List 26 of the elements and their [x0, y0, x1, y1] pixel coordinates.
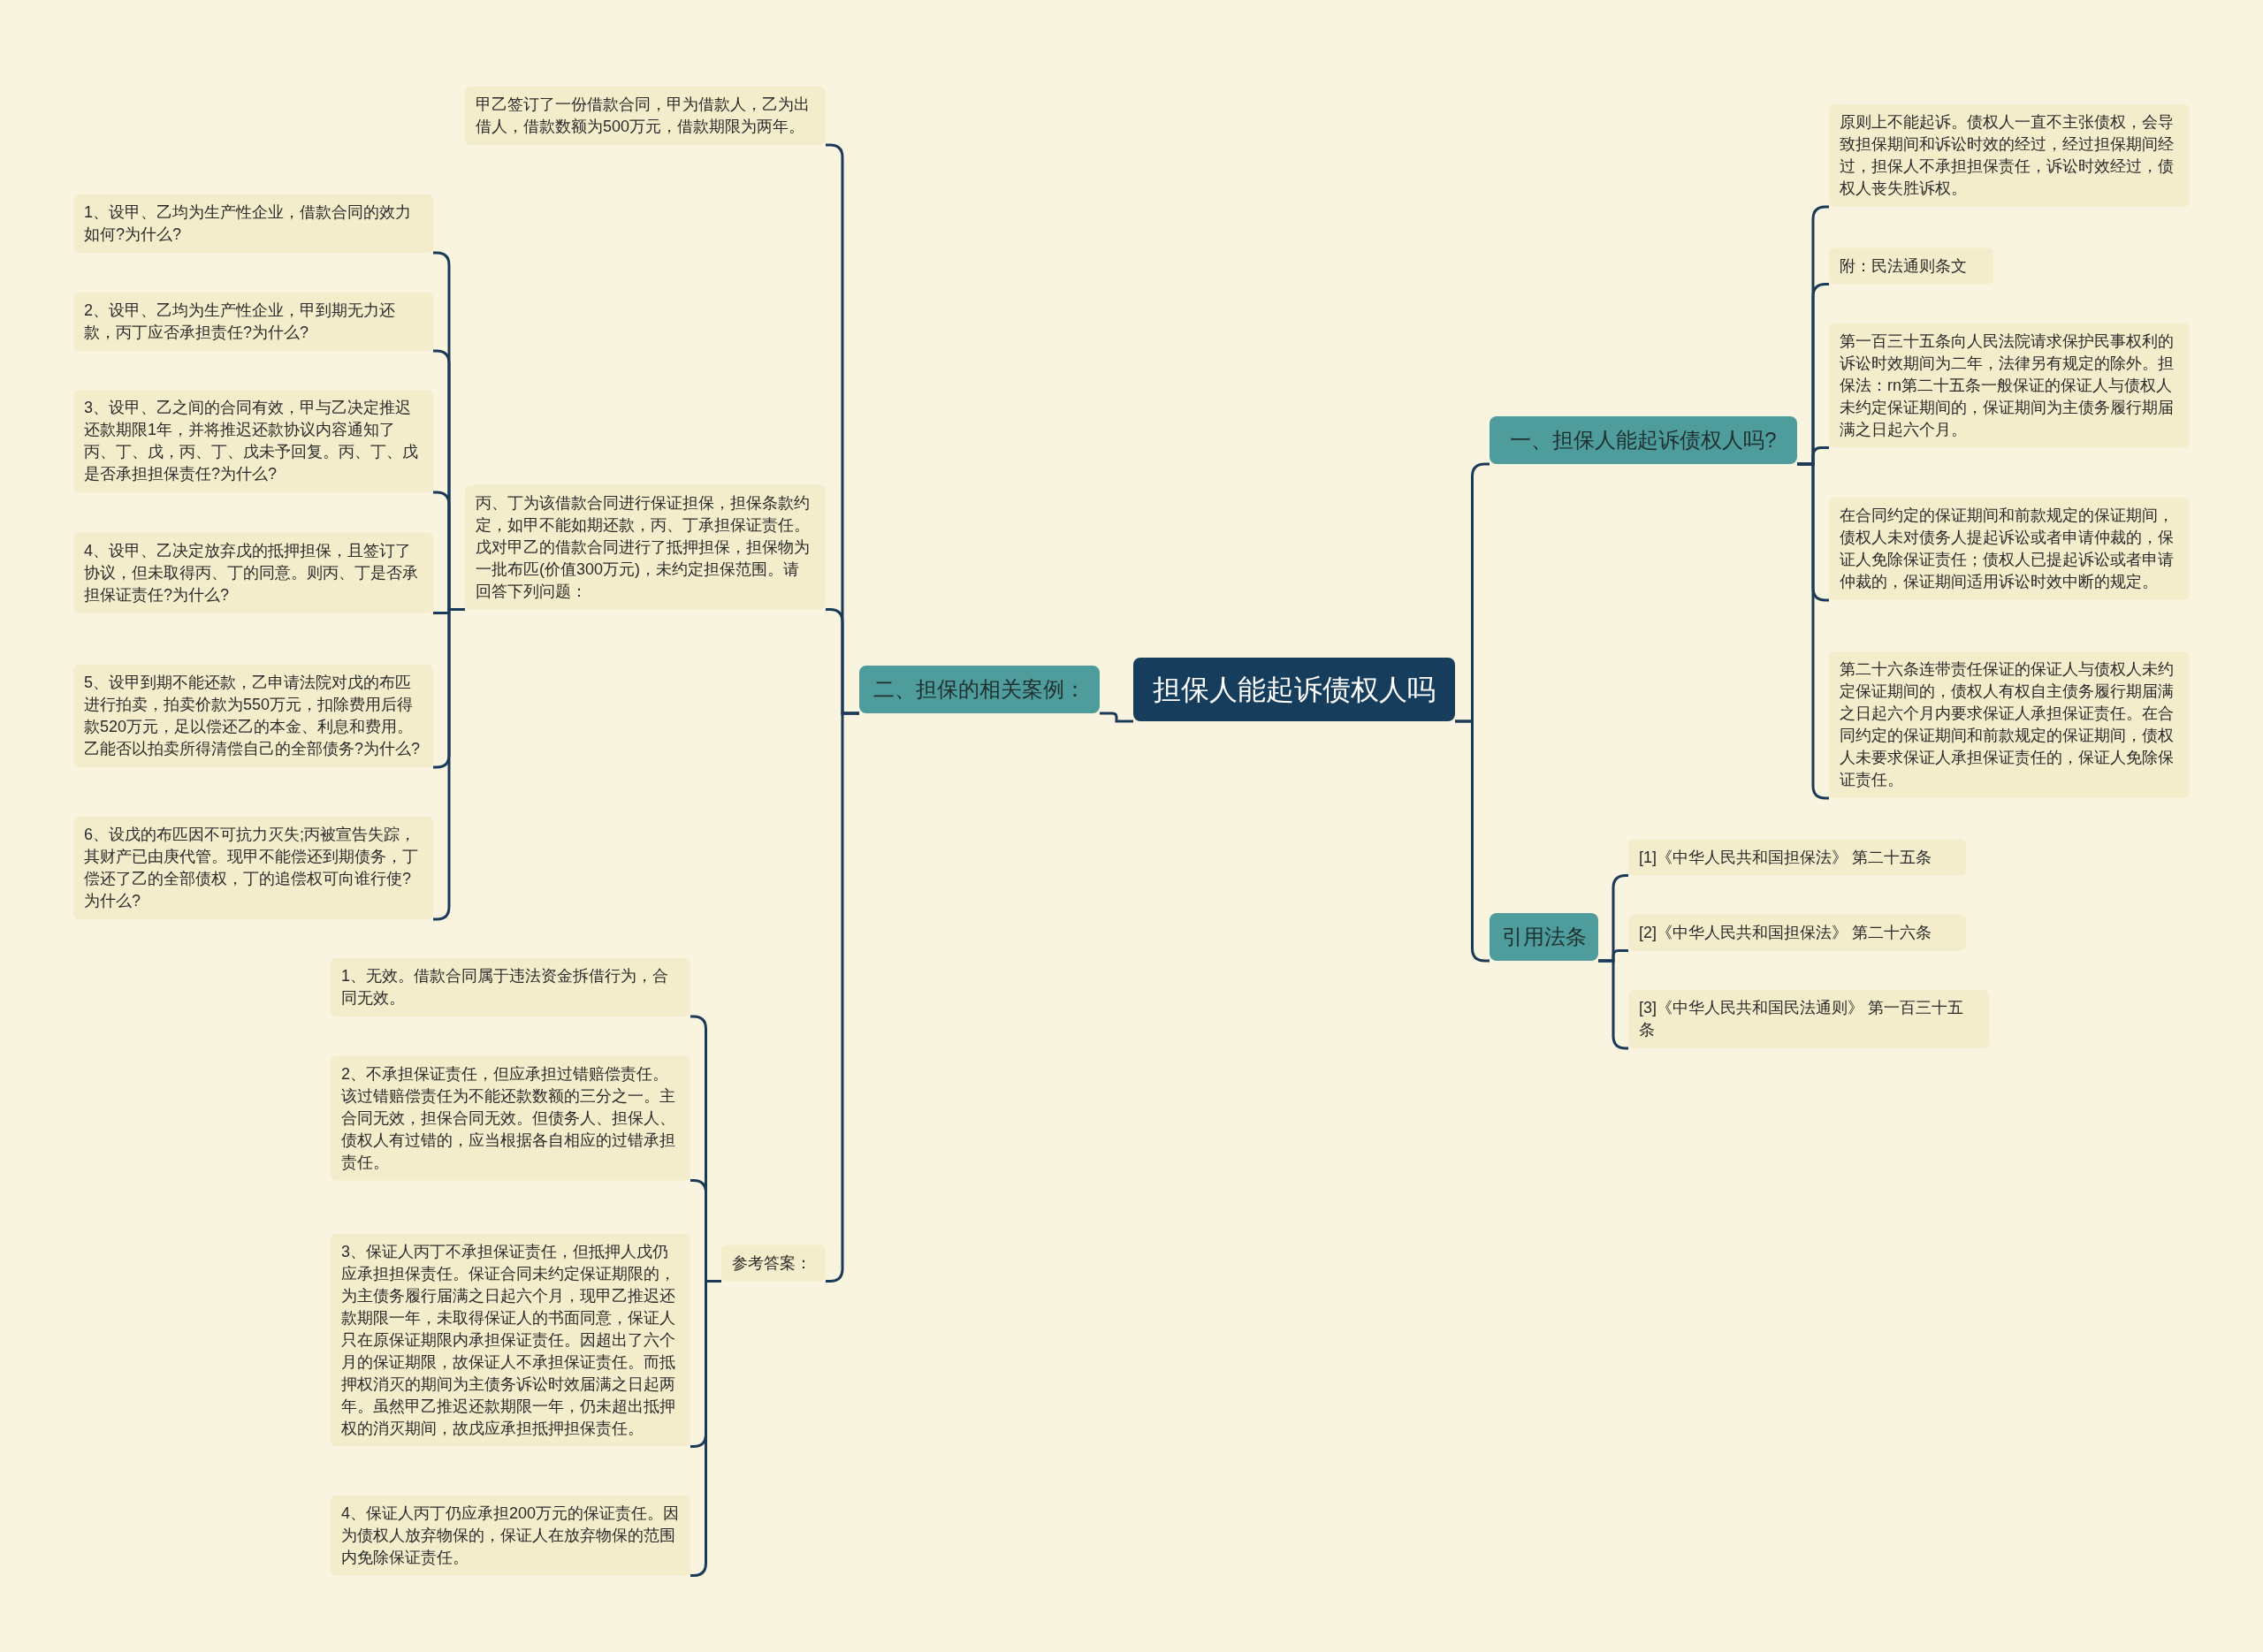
text-card: [2]《中华人民共和国担保法》 第二十六条 [1628, 914, 1966, 951]
text-card: 6、设戊的布匹因不可抗力灭失;丙被宣告失踪，其财产已由庚代管。现甲不能偿还到期债务，丁偿还了乙的全部债权，丁的追偿权可向谁行使?为什么? [73, 817, 433, 919]
root-topic: 担保人能起诉债权人吗 [1133, 658, 1455, 721]
text-card: 参考答案： [721, 1245, 826, 1282]
text-card: 原则上不能起诉。债权人一直不主张债权，会导致担保期间和诉讼时效的经过，经过担保期间经过，担保人不承担担保责任，诉讼时效经过，债权人丧失胜诉权。 [1829, 104, 2190, 207]
text-card: 甲乙签订了一份借款合同，甲为借款人，乙为出借人，借款数额为500万元，借款期限为两年。 [465, 87, 826, 145]
branch-topic: 引用法条 [1490, 913, 1598, 961]
text-card: 丙、丁为该借款合同进行保证担保，担保条款约定，如甲不能如期还款，丙、丁承担保证责任。戊对甲乙的借款合同进行了抵押担保，担保物为一批布匹(价值300万元)，未约定担保范围。请回答下列问题： [465, 484, 826, 610]
text-card: 在合同约定的保证期间和前款规定的保证期间，债权人未对债务人提起诉讼或者申请仲裁的，保证人免除保证责任；债权人已提起诉讼或者申请仲裁的，保证期间适用诉讼时效中断的规定。 [1829, 498, 2190, 600]
text-card: 2、不承担保证责任，但应承担过错赔偿责任。该过错赔偿责任为不能还款数额的三分之一。主合同无效，担保合同无效。但债务人、担保人、债权人有过错的，应当根据各自相应的过错承担责任。 [331, 1055, 690, 1181]
text-card: [3]《中华人民共和国民法通则》 第一百三十五条 [1628, 990, 1989, 1048]
text-card: 3、设甲、乙之间的合同有效，甲与乙决定推迟还款期限1年，并将推迟还款协议内容通知了丙、丁、戊，丙、丁、戊未予回复。丙、丁、戊是否承担担保责任?为什么? [73, 390, 433, 492]
text-card: 1、无效。借款合同属于违法资金拆借行为，合同无效。 [331, 958, 690, 1016]
text-card: 第一百三十五条向人民法院请求保护民事权利的诉讼时效期间为二年，法律另有规定的除外。担保法：rn第二十五条一般保证的保证人与债权人未约定保证期间的，保证期间为主债务履行期届满之日起六个月。 [1829, 323, 2190, 448]
text-card: 5、设甲到期不能还款，乙申请法院对戊的布匹进行拍卖，拍卖价款为550万元，扣除费用后得款520万元，足以偿还乙的本金、利息和费用。乙能否以拍卖所得清偿自己的全部债务?为什么? [73, 665, 433, 767]
branch-topic: 二、担保的相关案例： [859, 666, 1100, 713]
text-card: 2、设甲、乙均为生产性企业，甲到期无力还款，丙丁应否承担责任?为什么? [73, 293, 433, 351]
text-card: 3、保证人丙丁不承担保证责任，但抵押人戊仍应承担担保责任。保证合同未约定保证期限的，为主债务履行届满之日起六个月，现甲乙推迟还款期限一年，未取得保证人的书面同意，保证人只在原保证期限内承担保证责任。因超出了六个月的保证期限，故保证人不承担保证责任。而抵押权消灭的期间为主债务诉讼时效届满之日起两年。虽然甲乙推迟还款期限一年，仍未超出抵押权的消灭期间，故戊应承担抵押担保责任。 [331, 1233, 690, 1447]
text-card: 4、保证人丙丁仍应承担200万元的保证责任。因为债权人放弃物保的，保证人在放弃物保的范围内免除保证责任。 [331, 1495, 690, 1576]
branch-topic: 一、担保人能起诉债权人吗? [1490, 416, 1797, 464]
text-card: 第二十六条连带责任保证的保证人与债权人未约定保证期间的，债权人有权自主债务履行期届满之日起六个月内要求保证人承担保证责任。在合同约定的保证期间和前款规定的保证期间，债权人未要求保证人承担保证责任的，保证人免除保证责任。 [1829, 651, 2190, 798]
text-card: 4、设甲、乙决定放弃戊的抵押担保，且签订了协议，但未取得丙、丁的同意。则丙、丁是否承担保证责任?为什么? [73, 532, 433, 613]
text-card: 1、设甲、乙均为生产性企业，借款合同的效力如何?为什么? [73, 194, 433, 253]
connector [1100, 712, 1133, 723]
text-card: 附：民法通则条文 [1829, 247, 1993, 285]
text-card: [1]《中华人民共和国担保法》 第二十五条 [1628, 839, 1966, 876]
